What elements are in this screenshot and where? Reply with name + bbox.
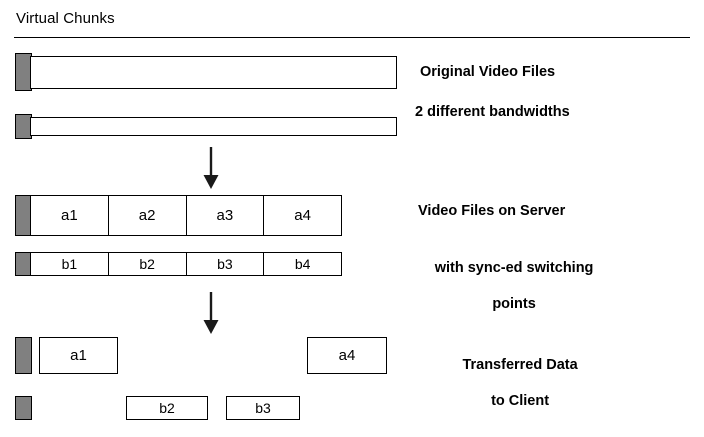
caption-synced-line2: points xyxy=(492,296,536,312)
transferred-chunk-b3: b3 xyxy=(226,396,300,420)
title-divider xyxy=(14,37,690,38)
caption-synced-line1: with sync-ed switching xyxy=(434,260,594,276)
caption-transferred-line1: Transferred Data xyxy=(462,357,578,373)
transferred-chunk-a1: a1 xyxy=(39,337,118,374)
server-chunk-row-a: a1 a2 a3 a4 xyxy=(30,195,342,236)
arrow-original-to-server xyxy=(203,147,219,189)
caption-synced-switching-points: with sync-ed switching points xyxy=(411,241,601,331)
transferred-chunk-a4: a4 xyxy=(307,337,387,374)
original-video-bar-b xyxy=(30,117,397,136)
chunk-b2: b2 xyxy=(109,253,187,275)
caption-transferred-line2: to Client xyxy=(491,393,550,409)
sync-marker-client-a xyxy=(15,337,32,374)
chunk-a2: a2 xyxy=(109,196,187,235)
caption-two-bandwidths: 2 different bandwidths xyxy=(415,104,570,120)
transferred-chunk-b2: b2 xyxy=(126,396,208,420)
page-title: Virtual Chunks xyxy=(16,10,115,27)
chunk-b4: b4 xyxy=(294,256,311,272)
chunk-b1: b1 xyxy=(31,253,109,275)
sync-marker-client-b xyxy=(15,396,32,420)
arrow-server-to-client xyxy=(203,292,219,334)
chunk-a3: a3 xyxy=(187,196,265,235)
caption-original-video-files: Original Video Files xyxy=(420,64,556,80)
chunk-b3: b3 xyxy=(187,253,265,275)
caption-transferred-data-to-client: Transferred Data to Client xyxy=(417,338,607,428)
server-chunk-row-b: b1 b2 b3 b4 xyxy=(30,252,342,276)
caption-video-files-on-server: Video Files on Server xyxy=(418,203,566,219)
chunk-a4: a4 xyxy=(294,207,311,224)
original-video-bar-a xyxy=(30,56,397,89)
chunk-a1: a1 xyxy=(31,196,109,235)
